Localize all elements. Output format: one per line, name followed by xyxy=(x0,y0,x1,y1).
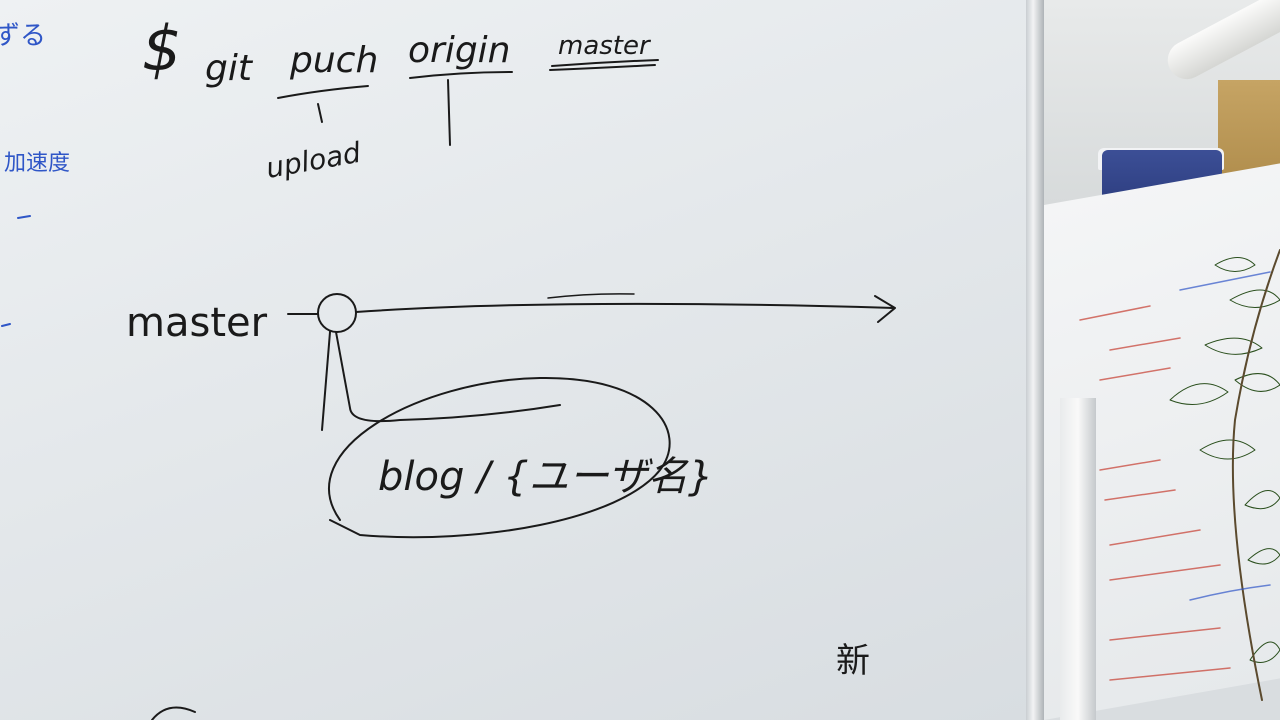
back-board-notes xyxy=(1079,271,1271,681)
timeline-mark xyxy=(547,293,635,299)
margin-note-top: ずる xyxy=(0,21,46,51)
whiteboard-frame xyxy=(1026,0,1044,720)
push-word: puch xyxy=(289,40,378,81)
commit-circle xyxy=(317,293,357,333)
git-word: git xyxy=(205,48,254,89)
margin-note-mid: 加速度 xyxy=(4,151,70,176)
bottom-scribble xyxy=(151,706,196,720)
master-timeline-arrow xyxy=(287,295,896,323)
origin-underline xyxy=(409,71,513,146)
bubble-ellipse xyxy=(328,376,671,539)
push-underline xyxy=(277,85,369,123)
margin-dashes xyxy=(1,215,31,327)
master-word: master xyxy=(558,31,652,61)
origin-word: origin xyxy=(408,30,511,71)
whiteboard-stand xyxy=(1060,398,1096,720)
branch-stroke xyxy=(321,331,561,431)
dollar-sign: $ xyxy=(142,12,181,85)
corner-note: 新 xyxy=(836,641,870,681)
branch-label: master xyxy=(126,300,268,346)
upload-label: upload xyxy=(263,136,363,185)
bubble-text: blog / {ユーザ名} xyxy=(378,454,713,500)
plant-leaves xyxy=(1169,249,1280,701)
whiteboard xyxy=(0,0,1030,720)
master-underline xyxy=(549,59,659,71)
